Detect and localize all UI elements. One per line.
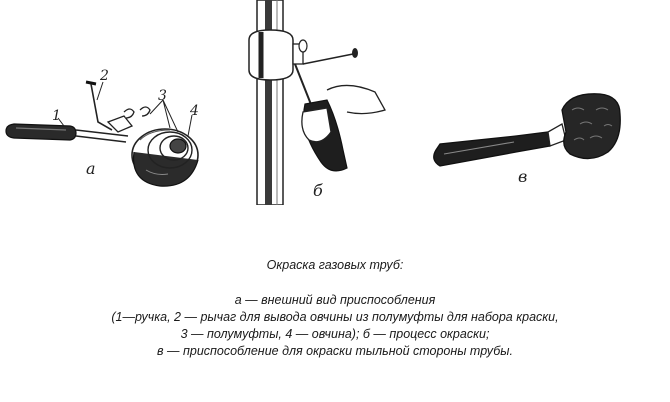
label-number-3: 3 [158, 88, 167, 104]
figure-a-device-view: 1 2 3 4 а [0, 60, 215, 210]
coupling-on-pipe [248, 29, 358, 81]
figure-b-painting-process: б [235, 0, 400, 205]
label-number-4: 4 [189, 103, 199, 119]
figure-c-back-side-tool: в [420, 80, 625, 190]
caption-line-1: а — внешний вид приспособления [234, 293, 436, 307]
label-number-2: 2 [99, 68, 109, 84]
figure-letter-a: а [86, 159, 96, 178]
label-number-1: 1 [52, 108, 61, 124]
caption-line-2: (1—ручка, 2 — рычаг для вывода овчины из… [111, 310, 559, 324]
half-coupling-part [106, 106, 151, 133]
device-drawing: 1 2 3 4 а [5, 68, 199, 187]
lever-part [85, 80, 113, 131]
hand-with-handle [294, 63, 386, 172]
caption-body: а — внешний вид приспособления (1—ручка,… [0, 292, 670, 360]
handle-part [5, 123, 129, 143]
figure-letter-c: в [518, 167, 527, 186]
painting-process-drawing: б [248, 0, 386, 205]
fleece-pad [561, 93, 621, 160]
figure-letter-b: б [313, 181, 323, 200]
caption-title: Окраска газовых труб: [266, 258, 404, 272]
back-side-tool-drawing: в [433, 93, 621, 186]
fleece-roller-part [131, 128, 199, 187]
caption-line-3: 3 — полумуфты, 4 — овчина); б — процесс … [180, 327, 490, 341]
caption-line-4: в — приспособление для окраски тыльной с… [157, 344, 513, 358]
tool-handle [433, 123, 567, 167]
